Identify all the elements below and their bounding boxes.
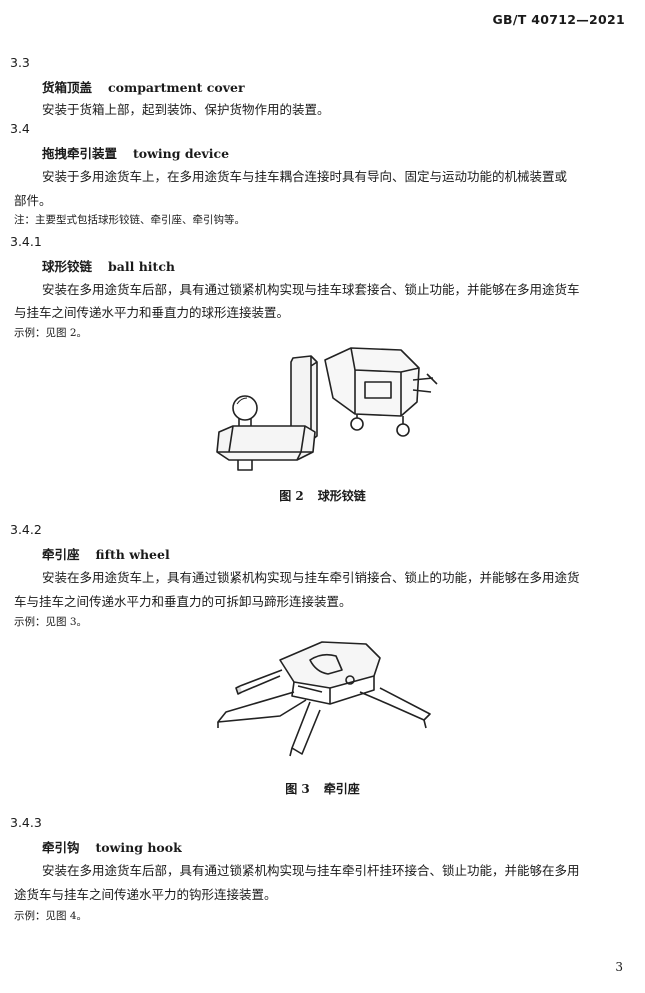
term-fifth-wheel: 牵引座 fifth wheel — [42, 544, 170, 563]
definition-3-4-3-line1: 安装在多用途货车后部，具有通过锁紧机构实现与挂车牵引杆挂环接合、锁止功能，并能够… — [42, 863, 580, 878]
page-number: 3 — [615, 960, 623, 974]
example-3-4-1: 示例：见图 2。 — [14, 327, 88, 339]
term-en: ball hitch — [108, 259, 176, 274]
definition-3-4-line2: 部件。 — [14, 193, 52, 208]
term-towing-hook: 牵引钩 towing hook — [42, 837, 182, 856]
term-en: towing hook — [95, 840, 182, 855]
term-zh: 牵引座 — [42, 547, 80, 562]
standard-number: GB/T 40712—2021 — [492, 12, 625, 27]
figure-label: 图 2 — [279, 489, 304, 503]
definition-3-4-2-line2: 车与挂车之间传递水平力和垂直力的可拆卸马蹄形连接装置。 — [14, 594, 352, 609]
ball-hitch-figure — [216, 347, 438, 471]
term-zh: 牵引钩 — [42, 840, 80, 855]
example-3-4-2: 示例：见图 3。 — [14, 616, 88, 628]
clause-number-3-4: 3.4 — [10, 121, 30, 136]
term-zh: 拖拽牵引装置 — [42, 146, 118, 161]
example-3-4-3: 示例：见图 4。 — [14, 910, 88, 922]
definition-3-4-1-line2: 与挂车之间传递水平力和垂直力的球形连接装置。 — [14, 305, 290, 320]
clause-number-3-3: 3.3 — [10, 55, 30, 70]
clause-number-3-4-1: 3.4.1 — [10, 234, 42, 249]
figure-title: 牵引座 — [323, 782, 360, 796]
term-zh: 货箱顶盖 — [42, 80, 93, 95]
term-en: compartment cover — [108, 80, 245, 95]
definition-3-4-3-line2: 途货车与挂车之间传递水平力的钩形连接装置。 — [14, 887, 277, 902]
term-ball-hitch: 球形铰链 ball hitch — [42, 256, 175, 275]
term-en: towing device — [133, 146, 230, 161]
term-zh: 球形铰链 — [42, 259, 93, 274]
figure-label: 图 3 — [285, 782, 310, 796]
note-3-4: 注：主要型式包括球形铰链、牵引座、牵引钩等。 — [14, 214, 245, 226]
definition-3-3: 安装于货箱上部，起到装饰、保护货物作用的装置。 — [42, 102, 330, 117]
clause-number-3-4-2: 3.4.2 — [10, 522, 42, 537]
figure-title: 球形铰链 — [317, 489, 366, 503]
term-compartment-cover: 货箱顶盖 compartment cover — [42, 77, 245, 96]
clause-number-3-4-3: 3.4.3 — [10, 815, 42, 830]
fifth-wheel-figure — [217, 641, 431, 757]
definition-3-4-line1: 安装于多用途货车上，在多用途货车与挂车耦合连接时具有导向、固定与运动功能的机械装… — [42, 169, 568, 184]
term-towing-device: 拖拽牵引装置 towing device — [42, 143, 229, 162]
definition-3-4-2-line1: 安装在多用途货车上，具有通过锁紧机构实现与挂车牵引销接合、锁止的功能，并能够在多… — [42, 570, 580, 585]
term-en: fifth wheel — [95, 547, 170, 562]
figure-3-caption: 图 3 牵引座 — [0, 780, 645, 797]
definition-3-4-1-line1: 安装在多用途货车后部，具有通过锁紧机构实现与挂车球套接合、锁止功能，并能够在多用… — [42, 282, 580, 297]
figure-2-caption: 图 2 球形铰链 — [0, 487, 645, 504]
